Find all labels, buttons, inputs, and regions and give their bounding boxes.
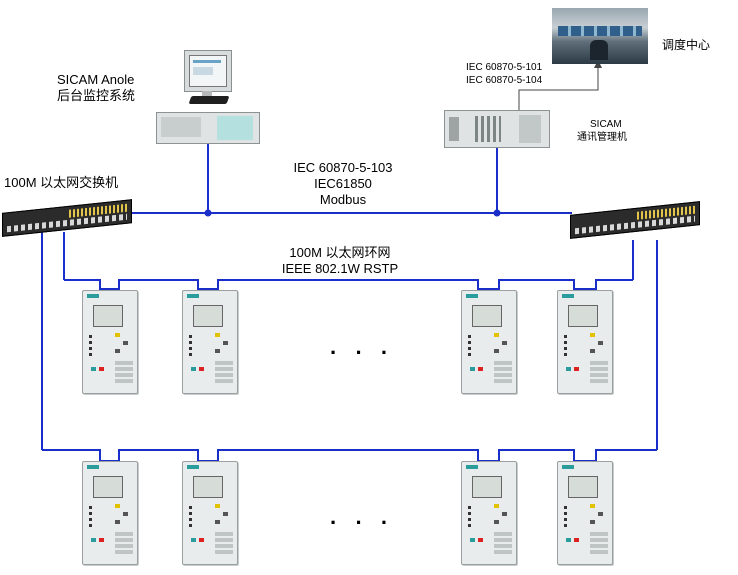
comm-manager-label: 通讯管理机 xyxy=(577,132,627,143)
protection-relay-6 xyxy=(182,461,238,565)
dispatch-arrow xyxy=(594,60,602,68)
dispatch-center-label: 调度中心 xyxy=(662,38,711,52)
dispatch-center-image xyxy=(552,8,648,64)
sicam-label: SICAM xyxy=(590,119,622,130)
anole-name-label: SICAM Anole xyxy=(57,72,135,87)
protection-relay-5 xyxy=(82,461,138,565)
protection-relay-7 xyxy=(461,461,517,565)
iec-104-label: IEC 60870-5-104 xyxy=(466,75,543,86)
protocol-modbus-label: Modbus xyxy=(319,192,367,207)
iec-101-label: IEC 60870-5-101 xyxy=(466,62,543,73)
anole-desc-label: 后台监控系统 xyxy=(57,88,136,103)
protection-relay-3 xyxy=(461,290,517,394)
ring-upper-line xyxy=(64,279,633,290)
protocol-61850-label: IEC61850 xyxy=(314,176,372,191)
ring-lower-line xyxy=(42,449,657,462)
protection-relay-4 xyxy=(557,290,613,394)
dispatch-uplink xyxy=(518,66,599,110)
comm-junction xyxy=(493,209,501,217)
protocol-103-label: IEC 60870-5-103 xyxy=(293,160,393,175)
protection-relay-8 xyxy=(557,461,613,565)
switch-label: 100M 以太网交换机 xyxy=(4,175,119,190)
protection-relay-2 xyxy=(182,290,238,394)
anole-computer-icon xyxy=(180,50,236,110)
ring-standard-label: IEEE 802.1W RSTP xyxy=(281,261,399,276)
anole-junction xyxy=(204,209,212,217)
upper-ellipsis: · · · xyxy=(330,340,395,365)
ring-name-label: 100M 以太网环网 xyxy=(289,245,391,260)
protection-relay-1 xyxy=(82,290,138,394)
anole-server-rack xyxy=(156,112,260,144)
lower-ellipsis: · · · xyxy=(330,510,395,535)
sicam-comm-manager-device xyxy=(444,110,550,148)
